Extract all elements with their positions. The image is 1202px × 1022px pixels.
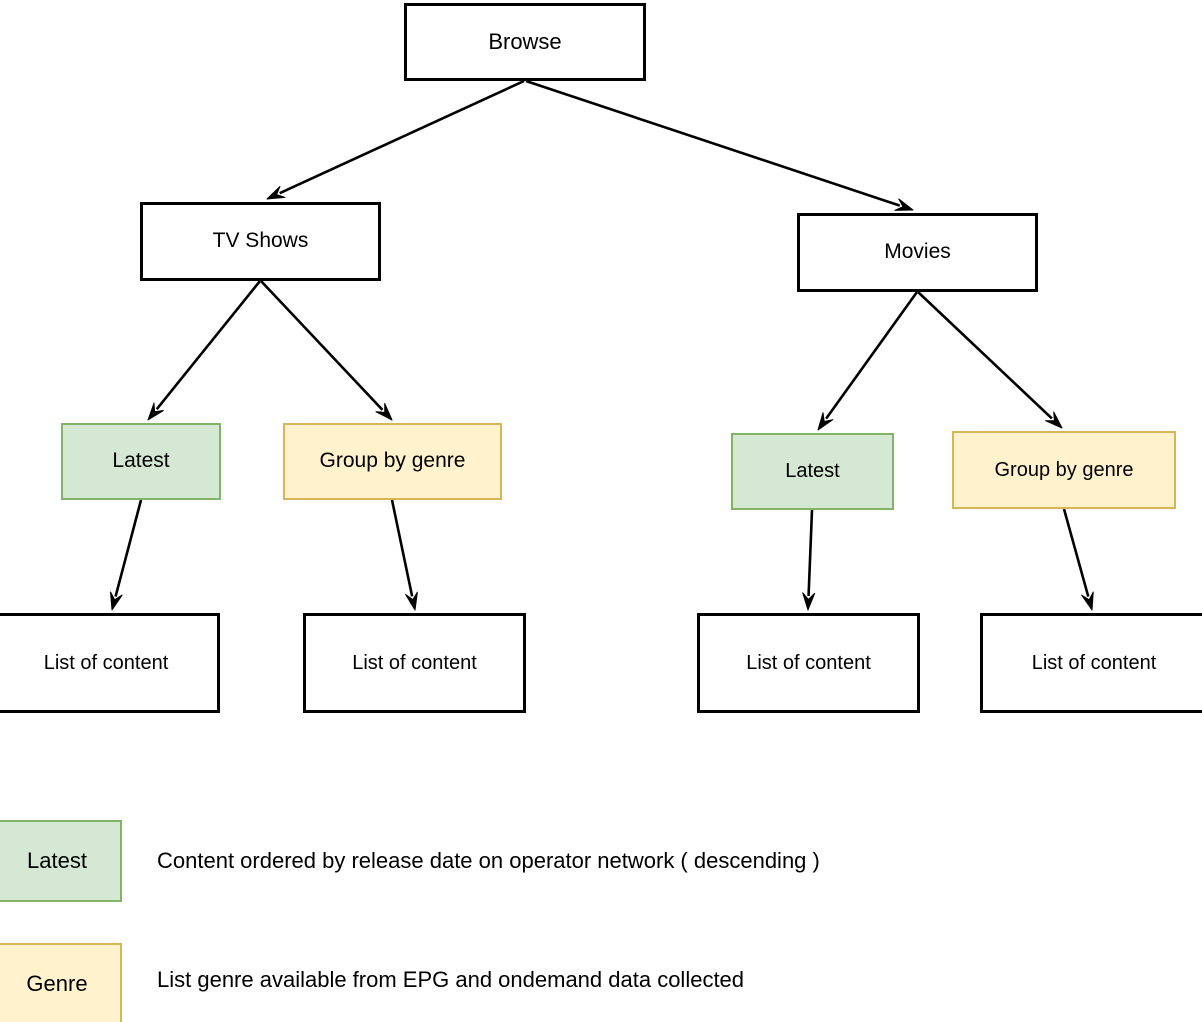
edge-line bbox=[825, 291, 919, 420]
legend-description-legend-latest: Content ordered by release date on opera… bbox=[157, 848, 820, 873]
node-label-mov-list-1: List of content bbox=[746, 651, 871, 674]
edge-movlatest-to-list bbox=[802, 509, 816, 611]
edge-line bbox=[807, 509, 814, 597]
edge-movies-to-latest bbox=[817, 291, 919, 431]
edge-arrowhead bbox=[266, 185, 286, 200]
edge-line bbox=[525, 79, 901, 207]
legend-swatch-label-legend-genre: Genre bbox=[26, 971, 88, 996]
edge-arrowhead bbox=[802, 592, 816, 611]
node-label-mov-genre: Group by genre bbox=[994, 458, 1134, 481]
node-tv-genre[interactable]: Group by genre bbox=[283, 423, 502, 500]
edge-browse-to-tvshows bbox=[266, 79, 525, 200]
edge-line bbox=[260, 280, 384, 411]
node-mov-list-2[interactable]: List of content bbox=[980, 613, 1202, 713]
edge-arrowhead bbox=[817, 412, 834, 431]
legend-swatch-legend-genre[interactable]: Genre bbox=[0, 943, 122, 1022]
node-tv-list-2[interactable]: List of content bbox=[303, 613, 526, 713]
edge-arrowhead bbox=[894, 198, 914, 211]
node-label-tv-list-2: List of content bbox=[352, 651, 477, 674]
edge-arrowhead bbox=[1081, 591, 1094, 611]
edge-arrowhead bbox=[147, 402, 164, 421]
node-label-movies: Movies bbox=[884, 240, 951, 264]
edge-movies-to-genre bbox=[917, 291, 1063, 429]
node-browse[interactable]: Browse bbox=[404, 3, 646, 81]
node-tv-list-1[interactable]: List of content bbox=[0, 613, 220, 713]
edge-line bbox=[1062, 508, 1090, 597]
node-label-tv-genre: Group by genre bbox=[319, 449, 466, 473]
node-label-mov-latest: Latest bbox=[785, 460, 840, 482]
node-label-browse: Browse bbox=[488, 29, 562, 55]
legend-description-legend-genre: List genre available from EPG and ondema… bbox=[157, 967, 745, 992]
node-mov-latest[interactable]: Latest bbox=[731, 433, 894, 510]
legend-swatch-legend-latest[interactable]: Latest bbox=[0, 820, 122, 902]
edge-tvshows-to-latest bbox=[147, 280, 262, 421]
node-mov-genre[interactable]: Group by genre bbox=[952, 431, 1176, 509]
edge-arrowhead bbox=[1045, 411, 1063, 429]
node-movies[interactable]: Movies bbox=[797, 213, 1038, 292]
edge-line bbox=[390, 499, 414, 597]
edge-arrowhead bbox=[405, 591, 418, 611]
edge-tvshows-to-genre bbox=[260, 280, 393, 421]
edge-browse-to-movies bbox=[525, 79, 914, 211]
edge-line bbox=[917, 291, 1053, 420]
edge-line bbox=[155, 280, 262, 410]
edge-line bbox=[279, 79, 525, 195]
node-tv-latest[interactable]: Latest bbox=[61, 423, 221, 500]
node-mov-list-1[interactable]: List of content bbox=[697, 613, 920, 713]
legend-swatch-label-legend-latest: Latest bbox=[27, 848, 87, 873]
edge-line bbox=[114, 499, 143, 597]
edge-movgenre-to-list bbox=[1062, 508, 1094, 611]
node-label-mov-list-2: List of content bbox=[1031, 651, 1157, 674]
edge-arrowhead bbox=[375, 403, 393, 421]
node-tvshows[interactable]: TV Shows bbox=[140, 202, 381, 281]
node-label-tv-latest: Latest bbox=[112, 449, 170, 473]
edge-tvlatest-to-list bbox=[110, 499, 143, 611]
edge-tvgenre-to-list bbox=[390, 499, 418, 611]
node-label-tv-list-1: List of content bbox=[43, 651, 169, 674]
node-label-tvshows: TV Shows bbox=[212, 229, 309, 253]
edge-arrowhead bbox=[110, 591, 123, 611]
